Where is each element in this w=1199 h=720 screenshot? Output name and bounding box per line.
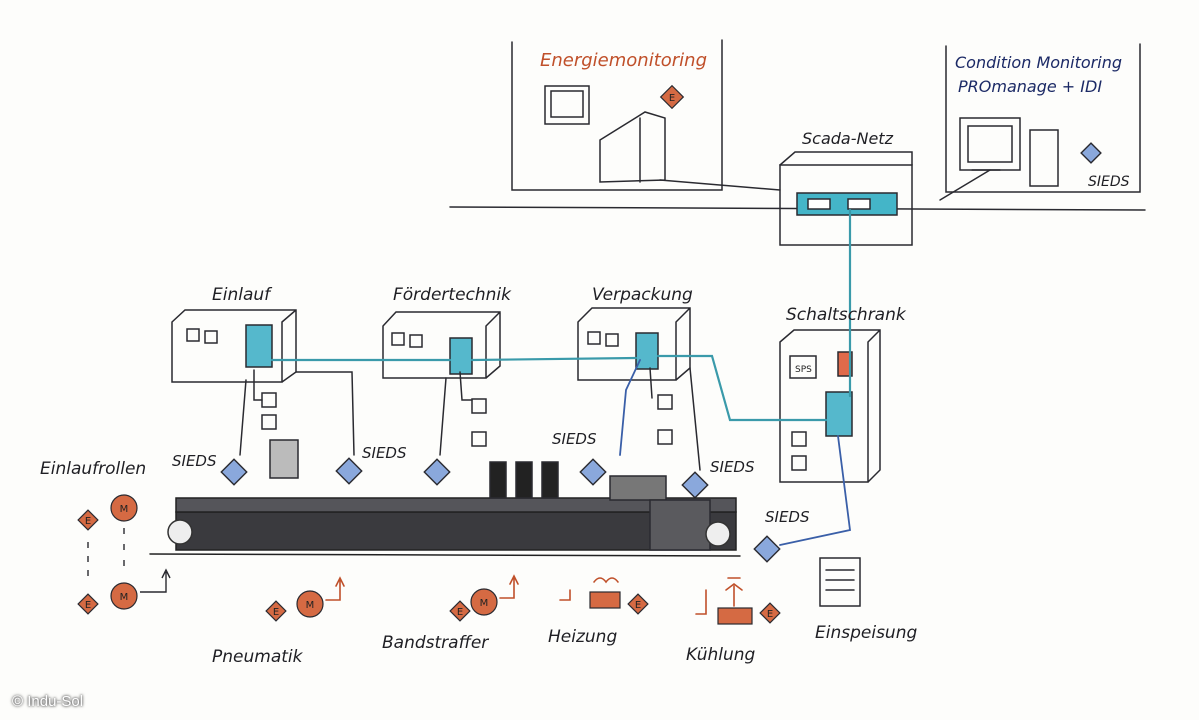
monitor-icon <box>544 85 590 125</box>
label-sieds: SIEDS <box>552 430 597 448</box>
label-e: E <box>669 93 675 104</box>
computer-tower-icon <box>1029 129 1059 187</box>
sieds-sensor <box>423 458 451 486</box>
label-sieds: SIEDS <box>1088 174 1130 190</box>
label-pneumatik: Pneumatik <box>212 647 304 667</box>
label-heizung: Heizung <box>548 627 617 647</box>
foerdertechnik-switch <box>449 337 473 375</box>
einspeisung-box <box>819 557 861 607</box>
label-e: E <box>85 516 91 527</box>
energy-meter-icon <box>659 84 685 110</box>
sieds-sensor <box>1080 142 1102 164</box>
motor-icon <box>470 588 498 616</box>
label-energiemonitoring: Energiemonitoring <box>540 50 707 71</box>
sieds-sensor <box>579 458 607 486</box>
label-schaltschrank: Schaltschrank <box>786 305 907 325</box>
sps-box <box>789 355 817 379</box>
energy-meter <box>837 351 853 377</box>
sieds-sensor <box>681 471 709 499</box>
energiemonitoring-area <box>511 39 723 191</box>
energy-meter-icon <box>77 509 99 531</box>
energy-meter-icon <box>265 600 287 622</box>
energy-meter-icon <box>449 600 471 622</box>
verpackung-switch <box>635 332 659 370</box>
energy-meter-icon <box>77 593 99 615</box>
label-foerdertechnik: Fördertechnik <box>393 285 512 305</box>
heater-icon <box>589 591 621 609</box>
sieds-sensor <box>220 458 248 486</box>
station-foerdertechnik <box>382 311 501 379</box>
scada-netz-box <box>779 151 913 246</box>
label-bandstraffer: Bandstraffer <box>382 633 489 653</box>
station-einlauf <box>171 309 297 383</box>
sieds-sensor <box>335 457 363 485</box>
station-verpackung <box>577 307 691 381</box>
motor-icon <box>110 494 138 522</box>
cooling-icon <box>717 607 753 625</box>
label-kuehlung: Kühlung <box>686 645 756 665</box>
label-sieds: SIEDS <box>765 508 810 526</box>
label-m: M <box>120 504 129 515</box>
label-m: M <box>480 598 489 609</box>
einlauf-switch <box>245 324 273 368</box>
label-e: E <box>273 607 279 618</box>
sieds-sensor <box>753 535 781 563</box>
station-schaltschrank <box>779 329 881 483</box>
motor-icon <box>110 582 138 610</box>
label-einlauf: Einlauf <box>212 285 273 305</box>
label-sieds: SIEDS <box>362 444 407 462</box>
profinet-ring <box>270 208 852 422</box>
label-sps: SPS <box>795 365 812 375</box>
label-e: E <box>635 600 641 611</box>
label-einlaufrollen: Einlaufrollen <box>40 459 146 479</box>
energy-meter-icon <box>627 593 649 615</box>
computer-tower-icon <box>599 111 666 183</box>
energy-meter-icon <box>759 602 781 624</box>
motor-icon <box>296 590 324 618</box>
label-scada-netz: Scada-Netz <box>802 129 894 148</box>
label-sieds: SIEDS <box>710 458 755 476</box>
label-e: E <box>767 609 773 620</box>
label-condition-monitoring: Condition Monitoring <box>955 53 1122 72</box>
copyright-notice: © Indu-Sol <box>12 693 84 710</box>
label-m: M <box>120 592 129 603</box>
production-machine <box>149 439 741 557</box>
label-e: E <box>457 607 463 618</box>
label-einspeisung: Einspeisung <box>815 623 917 643</box>
label-e: E <box>85 600 91 611</box>
label-sieds: SIEDS <box>172 452 217 470</box>
label-promanage: PROmanage + IDI <box>958 77 1102 96</box>
schaltschrank-switch <box>825 391 853 437</box>
label-verpackung: Verpackung <box>592 285 693 305</box>
label-m: M <box>306 600 315 611</box>
